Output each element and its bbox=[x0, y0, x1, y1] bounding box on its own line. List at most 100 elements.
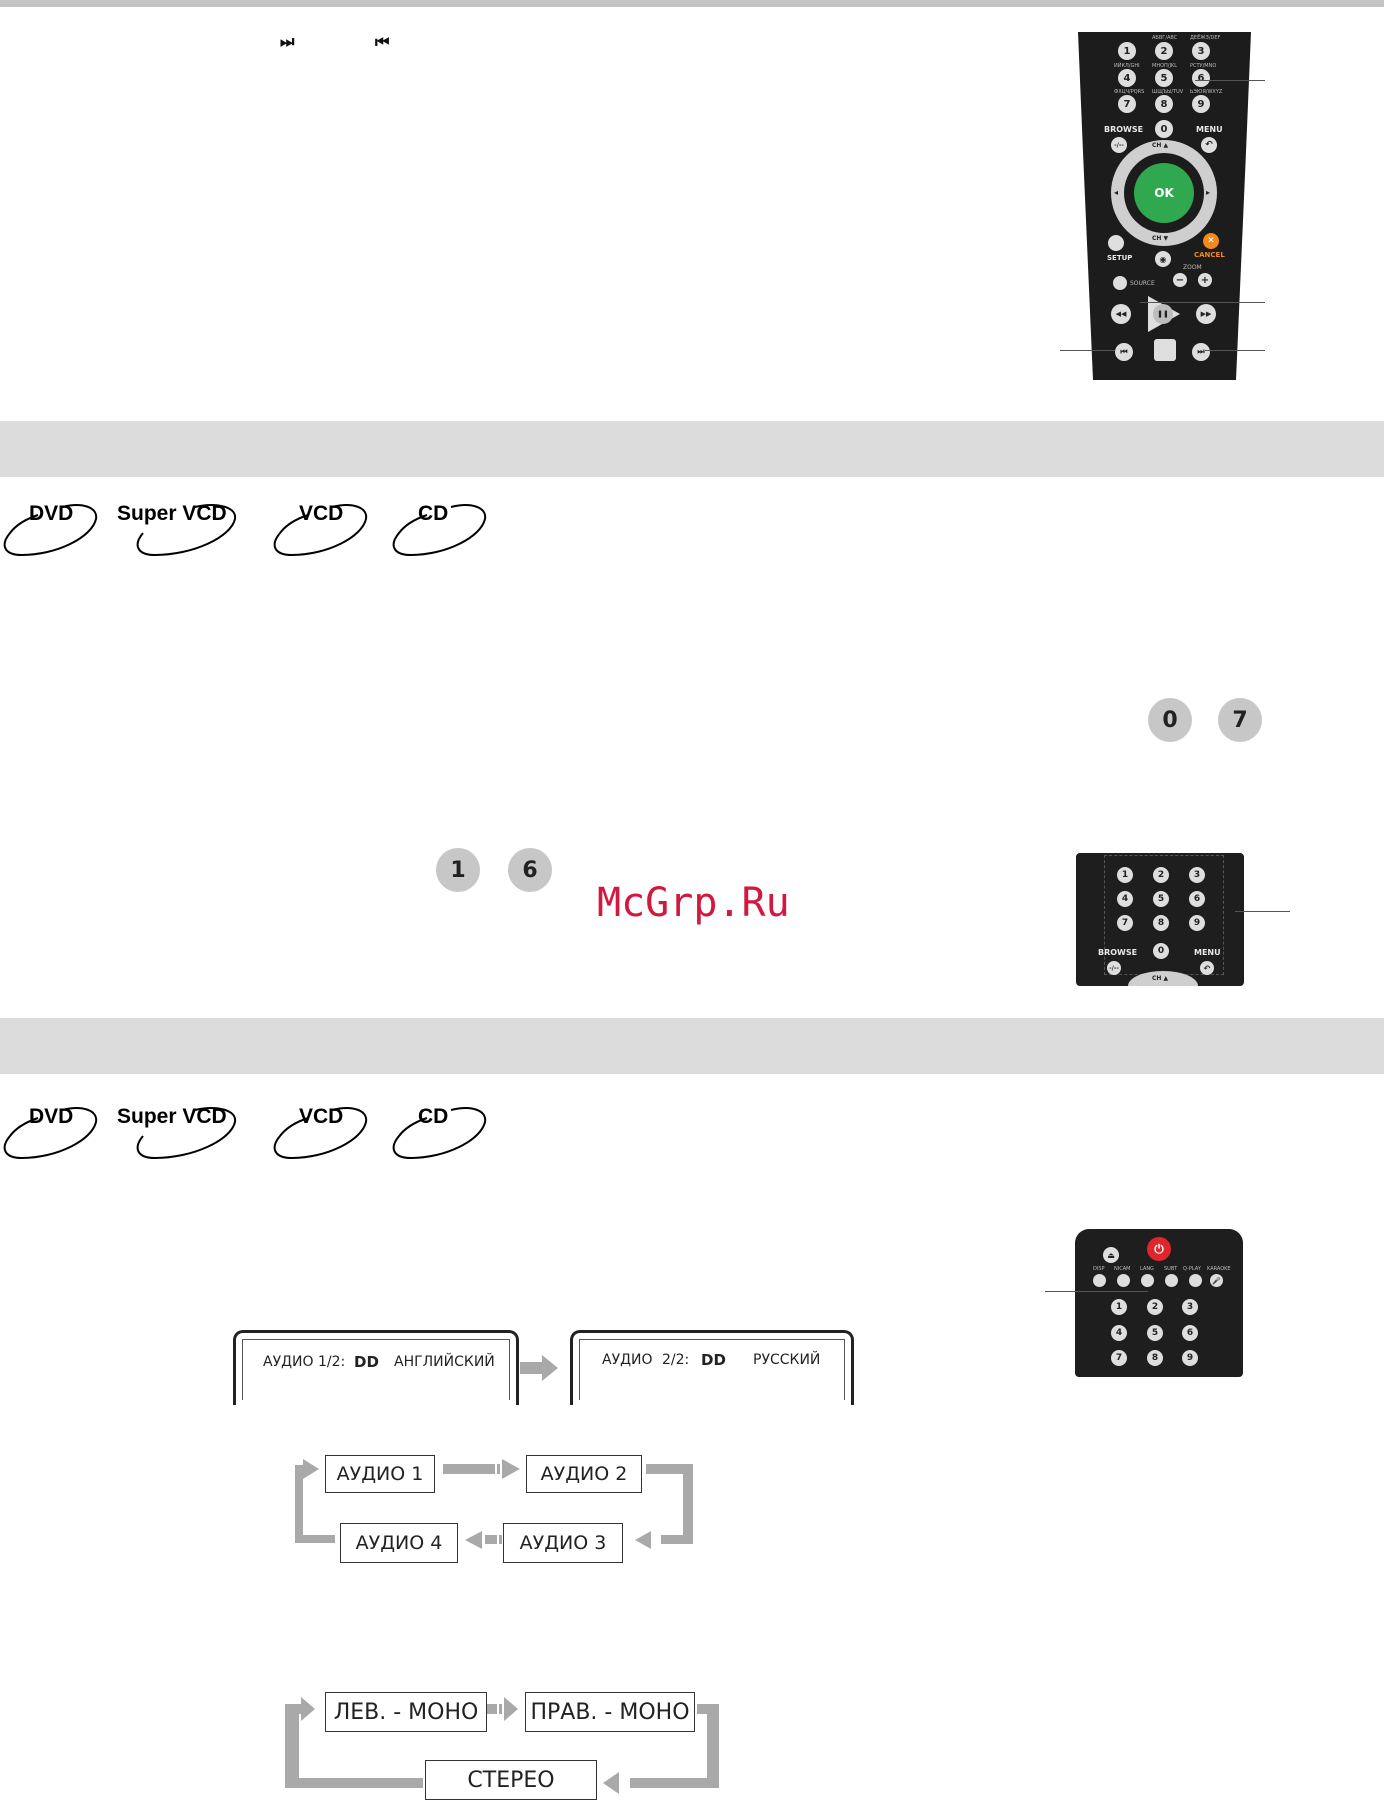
disc-outline-icon bbox=[136, 1107, 237, 1160]
rewind-button[interactable]: ◀◀ bbox=[1111, 304, 1131, 324]
subt-label: SUBT bbox=[1164, 1266, 1178, 1272]
tv-screen-audio-1: АУДИО 1/2: DD АНГЛИЙСКИЙ bbox=[233, 1330, 519, 1405]
audio-cycle-diagram: АУДИО 1 АУДИО 2 АУДИО 3 АУДИО 4 bbox=[285, 1455, 725, 1563]
audio-label: АУДИО bbox=[263, 1354, 314, 1370]
section-header-2 bbox=[0, 1018, 1384, 1074]
digit-0-key-icon: 0 bbox=[1148, 698, 1192, 742]
qplay-label: Q-PLAY bbox=[1183, 1266, 1201, 1272]
cycle-arrows bbox=[295, 1459, 693, 1549]
karaoke-label: KARAOKE bbox=[1207, 1266, 1231, 1272]
right-mono-box: ПРАВ. - МОНО bbox=[525, 1692, 695, 1732]
callout-line-prev bbox=[1060, 350, 1115, 351]
eye-icon[interactable]: ◉ bbox=[1155, 251, 1171, 267]
menu-label: MENU bbox=[1196, 125, 1223, 134]
nicam-button[interactable] bbox=[1117, 1274, 1130, 1287]
previous-track-button[interactable]: ⏮ bbox=[1115, 343, 1133, 361]
disc-badge-cd: CD bbox=[391, 497, 503, 559]
stop-button[interactable] bbox=[1154, 339, 1176, 361]
arrow-right-icon bbox=[520, 1355, 558, 1381]
disc-badge-super-vcd: Super VCD bbox=[115, 1100, 245, 1162]
digit-0-button[interactable]: 0 bbox=[1155, 120, 1173, 138]
cancel-button[interactable]: ✕ bbox=[1203, 233, 1219, 249]
disc-outline-icon bbox=[3, 504, 98, 557]
browse-button[interactable]: -/-- bbox=[1107, 961, 1121, 975]
digit-6-button[interactable]: 6 bbox=[1182, 1325, 1198, 1341]
tv-screen-audio-2: АУДИО 2/2: DD РУССКИЙ bbox=[570, 1330, 854, 1405]
digit-3-button[interactable]: 3 bbox=[1189, 867, 1205, 883]
audio-4-box: АУДИО 4 bbox=[340, 1523, 458, 1563]
channel-down-button[interactable]: CH ▼ bbox=[1152, 235, 1169, 242]
disc-badge-vcd: VCD bbox=[272, 1100, 384, 1162]
audio-language: РУССКИЙ bbox=[753, 1352, 821, 1368]
disc-label: VCD bbox=[299, 1105, 344, 1128]
digit-0-button[interactable]: 0 bbox=[1153, 943, 1169, 959]
digit-5-button[interactable]: 5 bbox=[1147, 1325, 1163, 1341]
audio-label: АУДИО bbox=[602, 1352, 653, 1368]
digit-3-button[interactable]: 3 bbox=[1192, 42, 1210, 60]
stereo-box: СТЕРЕО bbox=[425, 1760, 597, 1800]
disc-outline-icon bbox=[136, 504, 237, 557]
fast-forward-button[interactable]: ▶▶ bbox=[1196, 304, 1216, 324]
digit-9-button[interactable]: 9 bbox=[1192, 95, 1210, 113]
power-button[interactable]: ⏻ bbox=[1147, 1237, 1171, 1261]
digit-2-button[interactable]: 2 bbox=[1153, 867, 1169, 883]
lang-button[interactable] bbox=[1141, 1274, 1154, 1287]
browse-label: BROWSE bbox=[1098, 948, 1138, 957]
next-track-button[interactable]: ⏭ bbox=[1192, 343, 1210, 361]
disp-label: DISP bbox=[1093, 1266, 1105, 1272]
digit-6-button[interactable]: 6 bbox=[1189, 891, 1205, 907]
digit-8-button[interactable]: 8 bbox=[1153, 915, 1169, 931]
channel-up-button[interactable]: CH ▲ bbox=[1152, 142, 1169, 149]
digit-7-button[interactable]: 7 bbox=[1117, 915, 1133, 931]
menu-button[interactable]: ↶ bbox=[1200, 961, 1214, 975]
digit-4-button[interactable]: 4 bbox=[1118, 69, 1136, 87]
digit-3-button[interactable]: 3 bbox=[1182, 1299, 1198, 1315]
source-button[interactable] bbox=[1113, 276, 1127, 290]
disc-outline-icon bbox=[273, 1107, 368, 1160]
remote-control-main: АБВГ/ABC ДЕЁЖЗ/DEF ИЙКЛ/GHI МНОП/JKL РСТ… bbox=[1078, 32, 1251, 380]
qplay-button[interactable] bbox=[1189, 1274, 1202, 1287]
key-label-7: ФХЦЧ/PQRS bbox=[1114, 89, 1145, 95]
digit-2-button[interactable]: 2 bbox=[1155, 42, 1173, 60]
digit-5-button[interactable]: 5 bbox=[1155, 69, 1173, 87]
callout-line-next bbox=[1205, 350, 1265, 351]
digit-5-button[interactable]: 5 bbox=[1153, 891, 1169, 907]
karaoke-mic-icon[interactable]: 🎤 bbox=[1210, 1274, 1223, 1287]
digit-8-button[interactable]: 8 bbox=[1155, 95, 1173, 113]
right-arrow-icon[interactable]: ▸ bbox=[1206, 188, 1211, 197]
digit-4-button[interactable]: 4 bbox=[1111, 1325, 1127, 1341]
pause-button[interactable]: ❚❚ bbox=[1153, 304, 1173, 324]
tv-screen-inner bbox=[579, 1339, 845, 1400]
digit-7-button[interactable]: 7 bbox=[1118, 95, 1136, 113]
setup-button[interactable] bbox=[1108, 235, 1124, 251]
ok-button[interactable]: OK bbox=[1134, 163, 1194, 223]
key-label-6: РСТУ/MNO bbox=[1190, 63, 1217, 69]
audio-1-box: АУДИО 1 bbox=[325, 1455, 435, 1493]
menu-button[interactable]: ↶ bbox=[1201, 137, 1217, 153]
digit-6-button[interactable]: 6 bbox=[1192, 69, 1210, 87]
subt-button[interactable] bbox=[1165, 1274, 1178, 1287]
disp-button[interactable] bbox=[1093, 1274, 1106, 1287]
setup-label: SETUP bbox=[1107, 254, 1133, 262]
navigation-ring[interactable] bbox=[1128, 971, 1198, 986]
digit-1-button[interactable]: 1 bbox=[1111, 1299, 1127, 1315]
digit-1-button[interactable]: 1 bbox=[1118, 42, 1136, 60]
digit-2-button[interactable]: 2 bbox=[1147, 1299, 1163, 1315]
left-arrow-icon[interactable]: ◂ bbox=[1114, 188, 1119, 197]
digit-7-button[interactable]: 7 bbox=[1111, 1350, 1127, 1366]
digit-4-button[interactable]: 4 bbox=[1117, 891, 1133, 907]
disc-badge-dvd: DVD bbox=[2, 497, 114, 559]
callout-line-keypad bbox=[1235, 911, 1290, 912]
remote-control-keypad: 1 2 3 4 5 6 7 8 9 0 BROWSE -/-- MENU ↶ C… bbox=[1076, 853, 1244, 986]
source-label: SOURCE bbox=[1130, 280, 1155, 287]
digit-1-button[interactable]: 1 bbox=[1117, 867, 1133, 883]
eject-button[interactable]: ⏏ bbox=[1103, 1247, 1119, 1263]
digit-9-button[interactable]: 9 bbox=[1189, 915, 1205, 931]
key-label-4: ИЙКЛ/GHI bbox=[1114, 63, 1140, 69]
browse-button[interactable]: -/-- bbox=[1111, 137, 1127, 153]
zoom-plus-button[interactable]: + bbox=[1198, 273, 1212, 287]
nicam-label: NICAM bbox=[1114, 1266, 1131, 1272]
digit-8-button[interactable]: 8 bbox=[1147, 1350, 1163, 1366]
digit-9-button[interactable]: 9 bbox=[1182, 1350, 1198, 1366]
zoom-minus-button[interactable]: − bbox=[1173, 273, 1187, 287]
